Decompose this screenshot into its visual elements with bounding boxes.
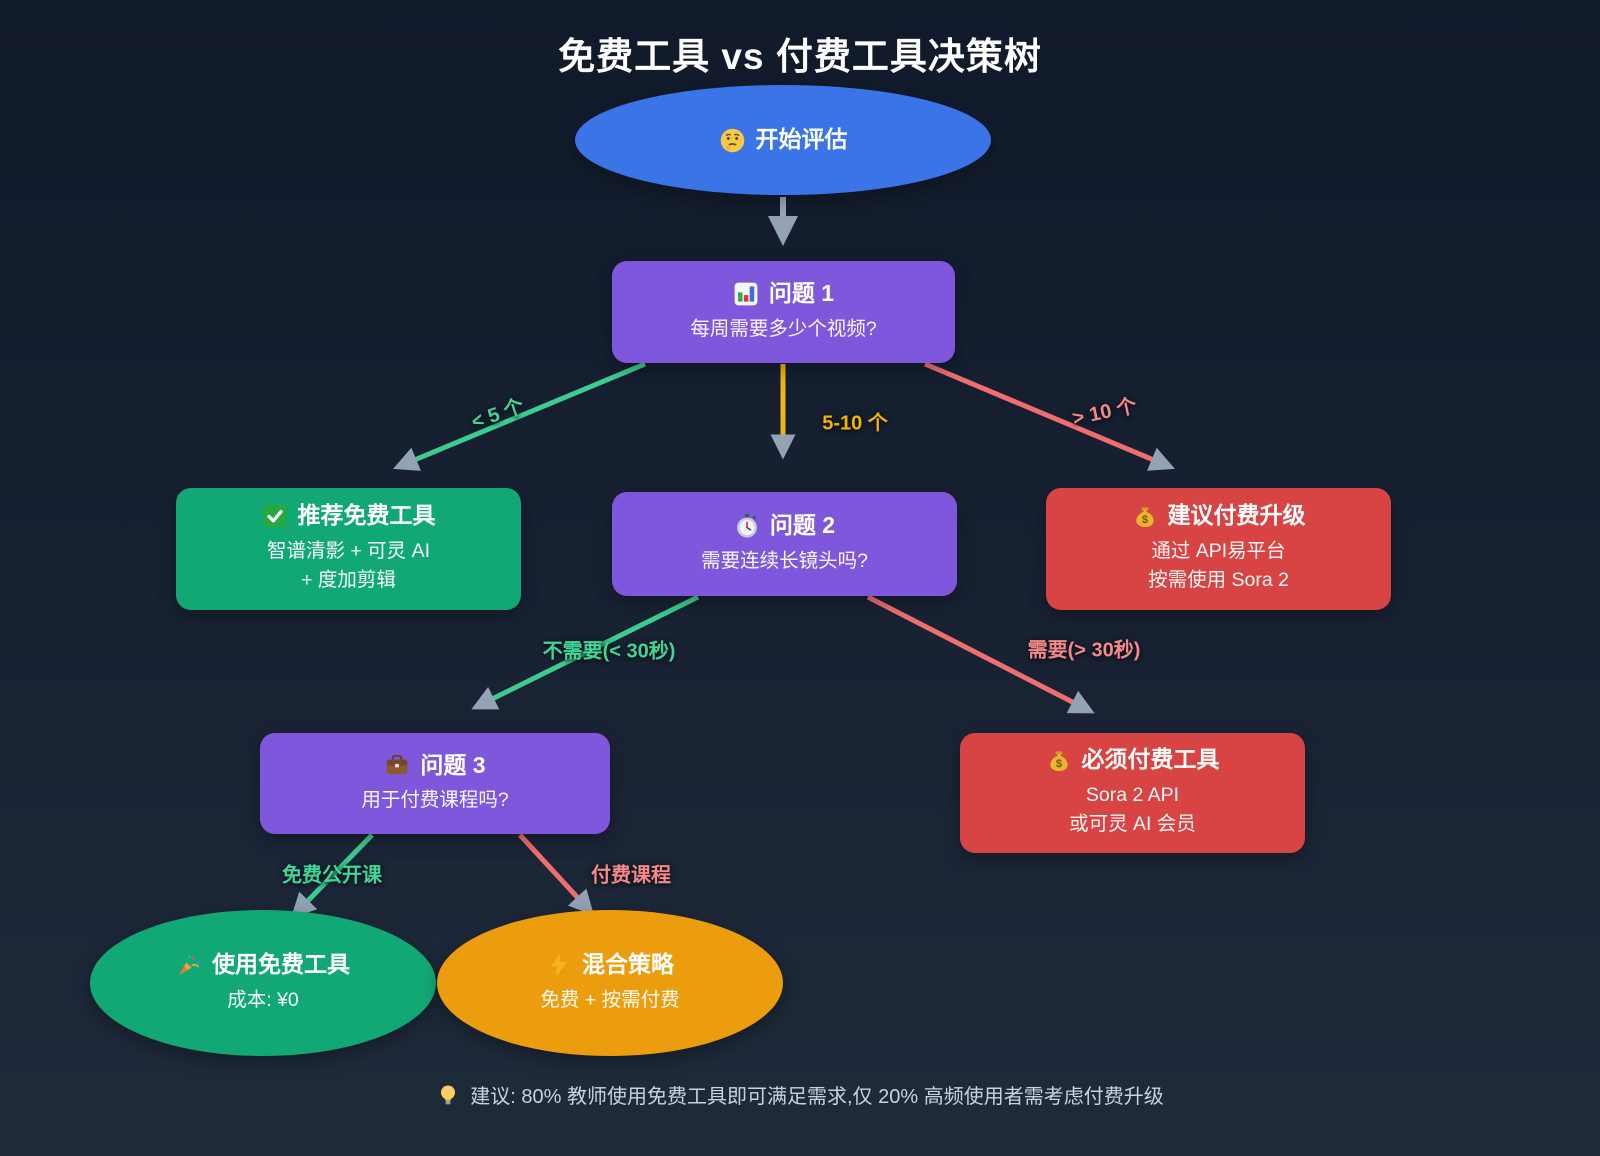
node-paid-required: $ 必须付费工具 Sora 2 API 或可灵 AI 会员 [960, 733, 1305, 853]
edge-q1-upgrade [924, 361, 1175, 471]
svg-text:$: $ [1141, 514, 1148, 526]
node-paid-upgrade-line1: 通过 API易平台 [1151, 540, 1286, 563]
edge-label-paid-course: 付费课程 [591, 864, 671, 887]
node-free-tools: 推荐免费工具 智谱清影 + 可灵 AI + 度加剪辑 [176, 488, 521, 610]
light-bulb-icon [436, 1083, 460, 1107]
money-bag-icon: $ [1046, 747, 1072, 773]
edge-label-5-10: 5-10 个 [822, 412, 888, 435]
svg-text:$: $ [1055, 758, 1062, 770]
node-paid-upgrade-title: 建议付费升级 [1167, 502, 1306, 529]
check-mark-icon [262, 503, 288, 529]
node-hybrid-strategy: 混合策略 免费 + 按需付费 [437, 910, 783, 1056]
lightning-icon [546, 952, 572, 978]
node-start-label: 开始评估 [755, 126, 848, 153]
footer-note-text: 建议: 80% 教师使用免费工具即可满足需求,仅 20% 高频使用者需考虑付费升… [470, 1086, 1164, 1108]
node-paid-required-line2: 或可灵 AI 会员 [1069, 813, 1196, 836]
stopwatch-icon [734, 513, 760, 539]
node-question-3-text: 用于付费课程吗? [361, 789, 509, 812]
node-hybrid-strategy-title: 混合策略 [582, 951, 674, 978]
node-paid-required-line1: Sora 2 API [1085, 784, 1180, 807]
node-question-1: 问题 1 每周需要多少个视频? [612, 261, 955, 363]
node-paid-required-title: 必须付费工具 [1081, 746, 1220, 773]
edge-q3-usefree [290, 833, 374, 919]
money-bag-icon: $ [1132, 503, 1158, 529]
party-popper-icon [176, 952, 202, 978]
node-question-2: 问题 2 需要连续长镜头吗? [612, 492, 957, 596]
thinking-face-icon [719, 127, 746, 154]
edge-label-need-long: 需要(> 30秒) [1027, 639, 1141, 662]
bar-chart-icon [733, 281, 759, 307]
node-hybrid-strategy-line1: 免费 + 按需付费 [540, 988, 680, 1011]
edge-q2-q3 [471, 594, 700, 710]
node-paid-upgrade-line2: 按需使用 Sora 2 [1148, 569, 1289, 592]
node-paid-upgrade: $ 建议付费升级 通过 API易平台 按需使用 Sora 2 [1046, 488, 1391, 610]
edge-q1-free [393, 361, 646, 471]
node-free-tools-line2: + 度加剪辑 [301, 569, 396, 592]
page-title: 免费工具 vs 付费工具决策树 [558, 36, 1042, 77]
node-question-2-text: 需要连续长镜头吗? [701, 549, 868, 572]
edge-q2-must [866, 594, 1095, 714]
node-use-free-tools-title: 使用免费工具 [212, 951, 350, 978]
node-question-3: 问题 3 用于付费课程吗? [260, 733, 610, 834]
footer-note: 建议: 80% 教师使用免费工具即可满足需求,仅 20% 高频使用者需考虑付费升… [0, 1080, 1600, 1109]
node-use-free-tools: 使用免费工具 成本: ¥0 [90, 910, 436, 1056]
node-question-3-title: 问题 3 [420, 751, 486, 778]
node-free-tools-title: 推荐免费工具 [297, 502, 436, 529]
edge-label-free-course: 免费公开课 [282, 864, 382, 887]
node-question-1-text: 每周需要多少个视频? [690, 317, 877, 340]
node-use-free-tools-line1: 成本: ¥0 [227, 988, 299, 1011]
briefcase-icon [384, 752, 410, 778]
node-question-2-title: 问题 2 [769, 512, 836, 539]
node-question-1-title: 问题 1 [768, 280, 835, 307]
edge-label-no-long-shot: 不需要(< 30秒) [542, 640, 676, 663]
edge-q3-hybrid [518, 833, 595, 916]
node-free-tools-line1: 智谱清影 + 可灵 AI [266, 540, 431, 563]
node-start: 开始评估 [575, 85, 991, 195]
